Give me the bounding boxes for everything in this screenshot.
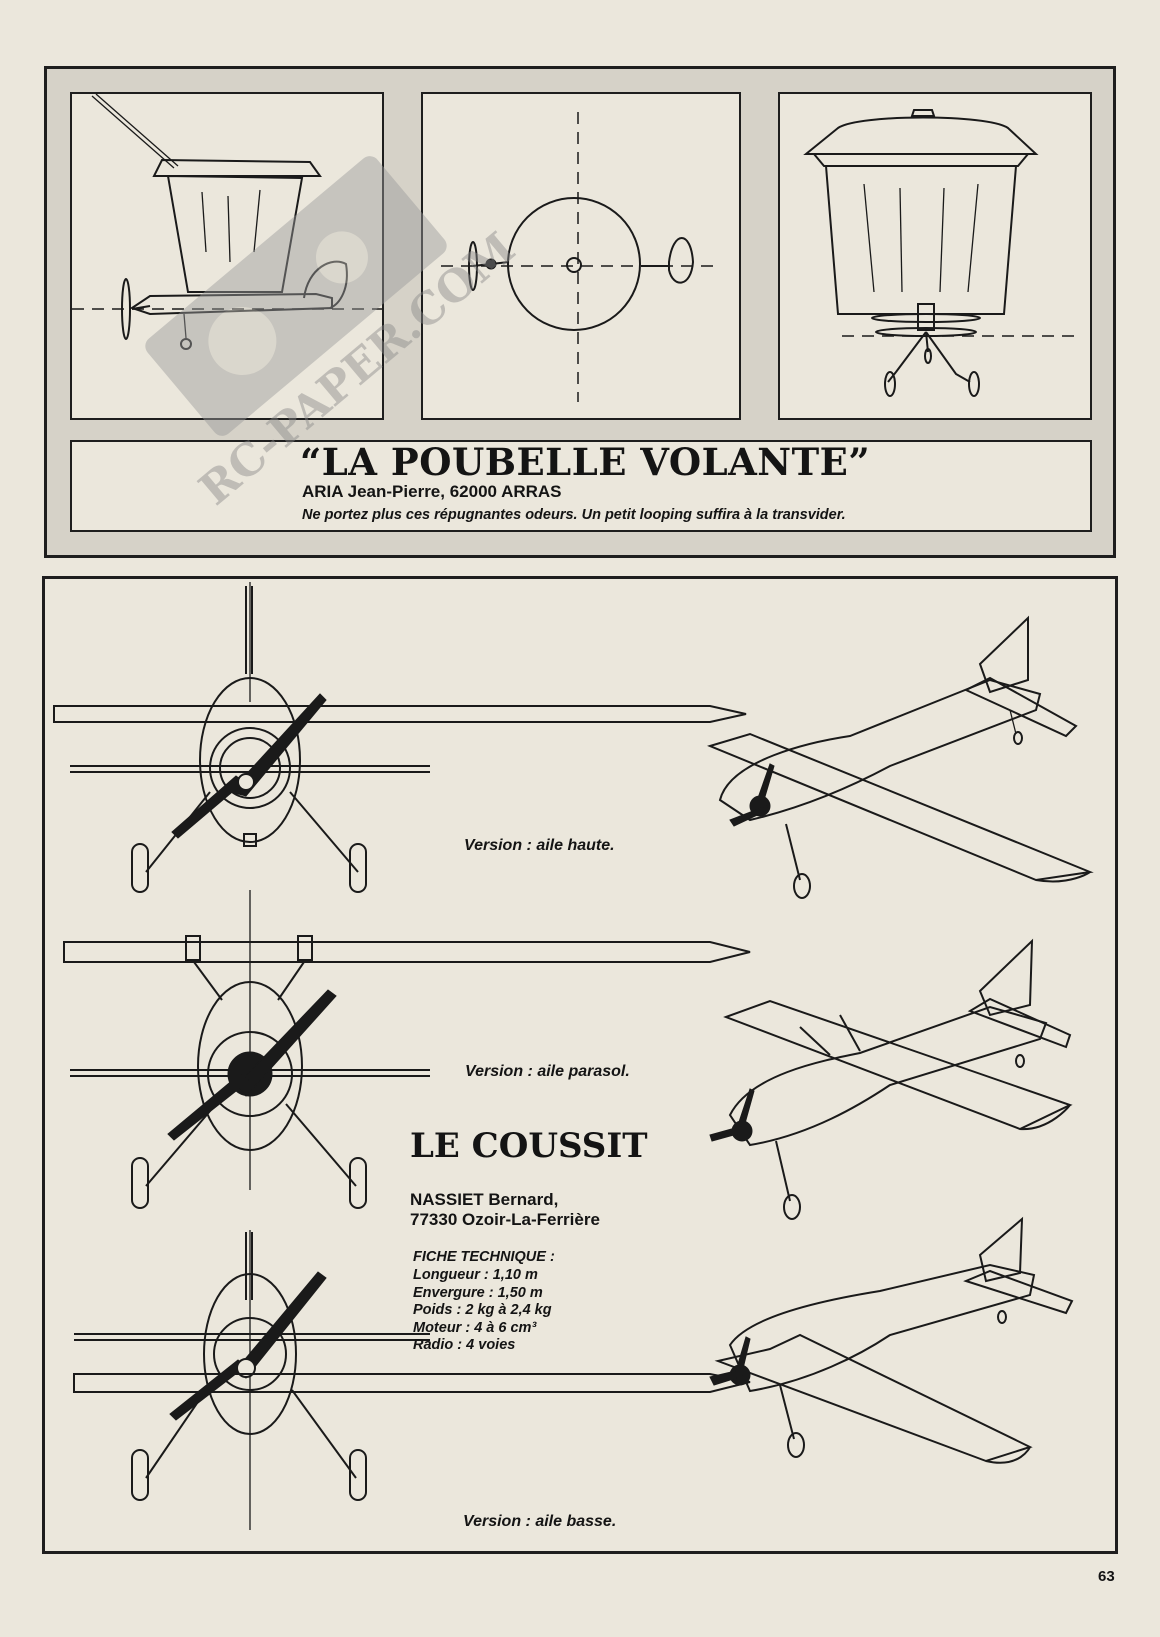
poubelle-title-box	[70, 440, 1092, 532]
coussit-author-name: NASSIET Bernard,	[410, 1190, 559, 1209]
poubelle-bin-view-frame	[778, 92, 1092, 420]
coussit-author-address: 77330 Ozoir-La-Ferrière	[410, 1210, 600, 1229]
poubelle-side-view-frame	[70, 92, 384, 420]
spec-wingspan: Envergure : 1,50 m	[413, 1284, 543, 1301]
spec-heading: FICHE TECHNIQUE :	[413, 1249, 555, 1265]
spec-radio: Radio : 4 voies	[413, 1337, 516, 1353]
spec-list: Longueur : 1,10 m Envergure : 1,50 m Poi…	[413, 1267, 552, 1355]
spec-length: Longueur : 1,10 m	[413, 1267, 538, 1283]
coussit-front-view-high-wing	[53, 582, 747, 893]
coussit-title: LE COUSSIT	[410, 1126, 648, 1166]
coussit-perspective-parasol-wing	[709, 938, 1073, 1220]
version-high-wing-label: Version : aile haute.	[464, 837, 615, 854]
poubelle-bin-view-drawing	[803, 109, 1078, 397]
spec-weight: Poids : 2 kg à 2,4 kg	[413, 1302, 552, 1318]
poubelle-title: “LA POUBELLE VOLANTE”	[300, 440, 871, 484]
poubelle-side-view-drawing	[72, 93, 382, 350]
coussit-panel	[42, 576, 1118, 1554]
poubelle-author: ARIA Jean-Pierre, 62000 ARRAS	[302, 482, 562, 501]
coussit-perspective-low-wing	[709, 1216, 1074, 1464]
page-number: 63	[1098, 1568, 1115, 1585]
poubelle-front-view-frame	[421, 92, 741, 420]
coussit-perspective-high-wing	[707, 615, 1094, 899]
coussit-front-view-parasol-wing	[63, 890, 751, 1209]
poubelle-front-view-drawing	[441, 112, 721, 402]
coussit-front-view-low-wing	[73, 1230, 751, 1530]
poubelle-caption: Ne portez plus ces répugnantes odeurs. U…	[302, 507, 846, 523]
version-parasol-wing-label: Version : aile parasol.	[465, 1063, 630, 1080]
version-low-wing-label: Version : aile basse.	[463, 1513, 617, 1530]
spec-engine: Moteur : 4 à 6 cm³	[413, 1319, 537, 1336]
